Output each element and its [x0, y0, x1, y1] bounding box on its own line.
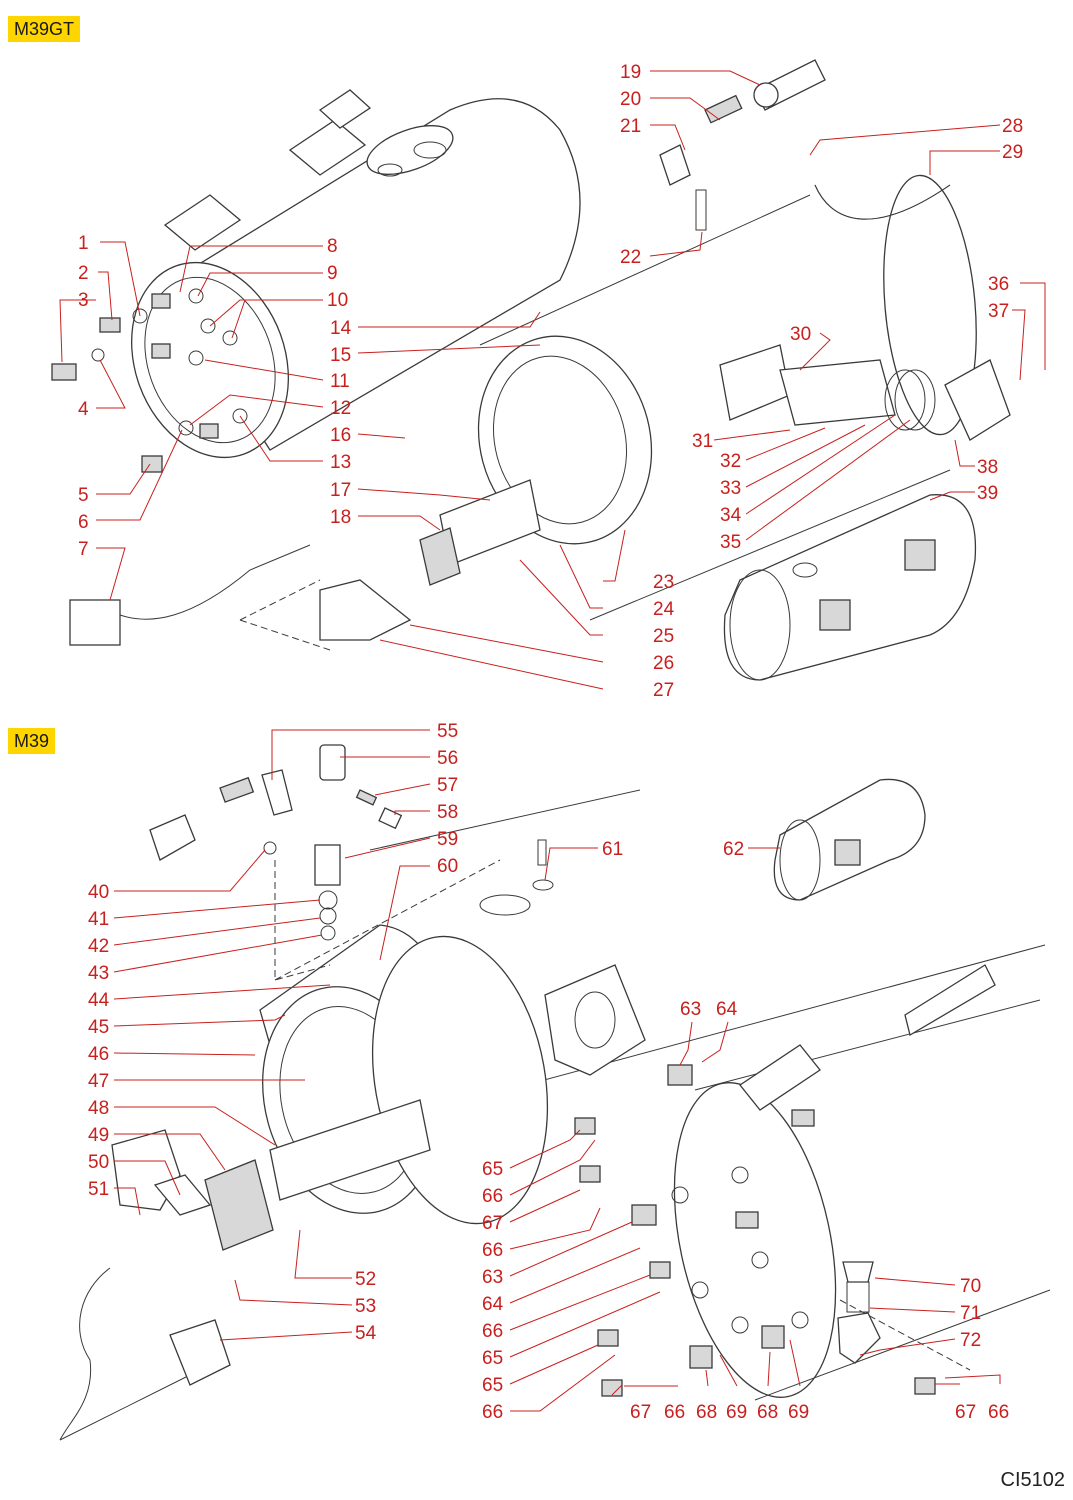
callout-26: 26: [653, 653, 674, 674]
callout-41: 41: [88, 909, 109, 930]
callout-72: 72: [960, 1330, 981, 1351]
callout-37: 37: [988, 301, 1009, 322]
callout-47: 47: [88, 1071, 109, 1092]
callout-49: 49: [88, 1125, 109, 1146]
callout-67b: 67: [630, 1402, 651, 1423]
leader-lines: [59, 70, 1046, 1412]
callout-67: 67: [482, 1213, 503, 1234]
callout-48: 48: [88, 1098, 109, 1119]
callout-68: 68: [696, 1402, 717, 1423]
callout-14: 14: [330, 318, 352, 339]
callout-52: 52: [355, 1269, 376, 1290]
callout-60: 60: [437, 856, 458, 877]
callout-65b: 65: [482, 1348, 503, 1369]
callout-22: 22: [620, 247, 641, 268]
callout-69b: 69: [788, 1402, 809, 1423]
callout-35: 35: [720, 532, 741, 553]
callout-9: 9: [327, 263, 338, 284]
callout-65: 65: [482, 1159, 503, 1180]
callout-28: 28: [1002, 116, 1023, 137]
callout-7: 7: [78, 539, 89, 560]
callout-numbers: 1 2 3 4 5 6 7 8 9 10 11 12 13 14 15 16 1…: [78, 62, 1023, 1423]
callout-64: 64: [716, 999, 738, 1020]
callout-2: 2: [78, 263, 89, 284]
callout-42: 42: [88, 936, 109, 957]
callout-21: 21: [620, 116, 641, 137]
callout-46: 46: [88, 1044, 109, 1065]
callout-27: 27: [653, 680, 674, 701]
callout-63: 63: [680, 999, 701, 1020]
callout-1: 1: [78, 233, 89, 254]
callout-6: 6: [78, 512, 89, 533]
callout-13: 13: [330, 452, 351, 473]
callout-18: 18: [330, 507, 351, 528]
callout-57: 57: [437, 775, 458, 796]
callout-43: 43: [88, 963, 109, 984]
callout-33: 33: [720, 478, 741, 499]
callout-55: 55: [437, 721, 458, 742]
callout-12: 12: [330, 398, 351, 419]
callout-5: 5: [78, 485, 89, 506]
callout-10: 10: [327, 290, 348, 311]
callout-34: 34: [720, 505, 742, 526]
callout-54: 54: [355, 1323, 377, 1344]
callout-31: 31: [692, 431, 713, 452]
callout-51: 51: [88, 1179, 109, 1200]
callout-66f: 66: [988, 1402, 1009, 1423]
callout-16: 16: [330, 425, 351, 446]
callout-30: 30: [790, 324, 811, 345]
callout-58: 58: [437, 802, 458, 823]
callout-67c: 67: [955, 1402, 976, 1423]
callout-17: 17: [330, 480, 351, 501]
callout-24: 24: [653, 599, 675, 620]
callout-15: 15: [330, 345, 351, 366]
callout-68b: 68: [757, 1402, 778, 1423]
callout-62: 62: [723, 839, 744, 860]
callout-25: 25: [653, 626, 674, 647]
callout-66c: 66: [482, 1321, 503, 1342]
callout-23: 23: [653, 572, 674, 593]
callout-20: 20: [620, 89, 641, 110]
callout-19: 19: [620, 62, 641, 83]
callout-70: 70: [960, 1276, 981, 1297]
boiler-m39gt-drawing: [51, 59, 1011, 681]
callout-36: 36: [988, 274, 1009, 295]
callout-66d: 66: [482, 1402, 503, 1423]
callout-64b: 64: [482, 1294, 504, 1315]
callout-50: 50: [88, 1152, 109, 1173]
callout-65c: 65: [482, 1375, 503, 1396]
callout-61: 61: [602, 839, 623, 860]
callout-59: 59: [437, 829, 458, 850]
callout-32: 32: [720, 451, 741, 472]
callout-29: 29: [1002, 142, 1023, 163]
callout-63b: 63: [482, 1267, 503, 1288]
callout-71: 71: [960, 1303, 981, 1324]
callout-56: 56: [437, 748, 458, 769]
callout-45: 45: [88, 1017, 109, 1038]
end-plate-fittings: [51, 288, 248, 473]
section-tag-m39gt: M39GT: [8, 16, 81, 42]
callout-69: 69: [726, 1402, 747, 1423]
document-code: CI5102: [1000, 1469, 1066, 1491]
callout-3: 3: [78, 290, 89, 311]
boiler-m39-drawing: [59, 744, 1051, 1441]
callout-4: 4: [78, 399, 89, 420]
callout-39: 39: [977, 483, 998, 504]
callout-11: 11: [330, 371, 350, 392]
callout-66b: 66: [482, 1240, 503, 1261]
callout-66e: 66: [664, 1402, 685, 1423]
callout-53: 53: [355, 1296, 376, 1317]
callout-66: 66: [482, 1186, 503, 1207]
section-tag-m39: M39: [8, 728, 56, 754]
callout-8: 8: [327, 236, 338, 257]
callout-38: 38: [977, 457, 998, 478]
callout-40: 40: [88, 882, 109, 903]
callout-44: 44: [88, 990, 110, 1011]
